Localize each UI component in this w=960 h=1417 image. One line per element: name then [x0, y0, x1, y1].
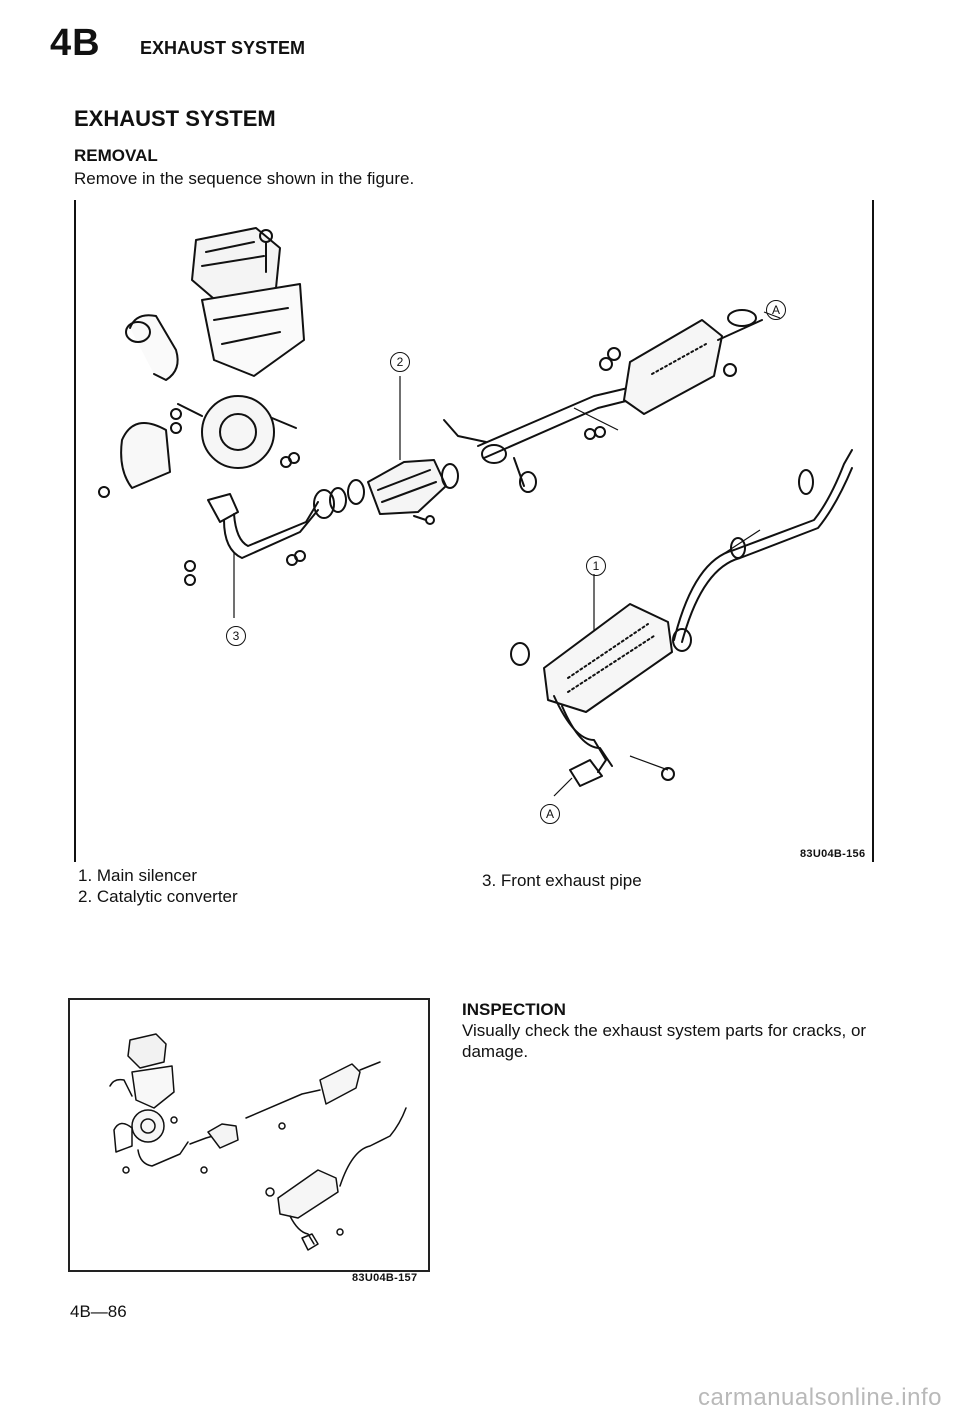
removal-heading: REMOVAL: [74, 146, 158, 165]
exhaust-system-assembled-icon: [68, 998, 430, 1272]
callout-1: 1: [586, 556, 606, 576]
figure-code-main: 83U04B-156: [800, 848, 866, 860]
exhaust-system-exploded-icon: [74, 200, 874, 862]
inspection-text: Visually check the exhaust system parts …: [462, 1021, 867, 1061]
watermark: carmanualsonline.info: [698, 1384, 942, 1411]
figure-right-border: [872, 200, 874, 862]
removal-instruction: Remove in the sequence shown in the figu…: [74, 169, 415, 188]
section-title: EXHAUST SYSTEM: [140, 38, 306, 58]
callout-2: 2: [390, 352, 410, 372]
callout-a-bottom: A: [540, 804, 560, 824]
callout-a-top: A: [766, 300, 786, 320]
figure-left-border: [74, 200, 76, 862]
inspection-heading: INSPECTION: [462, 1000, 566, 1019]
section-code: 4B: [50, 22, 101, 64]
figure-code-small: 83U04B-157: [352, 1272, 418, 1284]
legend-item-1: 1. Main silencer: [78, 866, 198, 885]
legend-item-2: 2. Catalytic converter: [78, 887, 238, 906]
page-number: 4B—86: [70, 1302, 127, 1321]
legend-item-3: 3. Front exhaust pipe: [482, 871, 642, 890]
page-title: EXHAUST SYSTEM: [74, 106, 276, 131]
callout-3: 3: [226, 626, 246, 646]
